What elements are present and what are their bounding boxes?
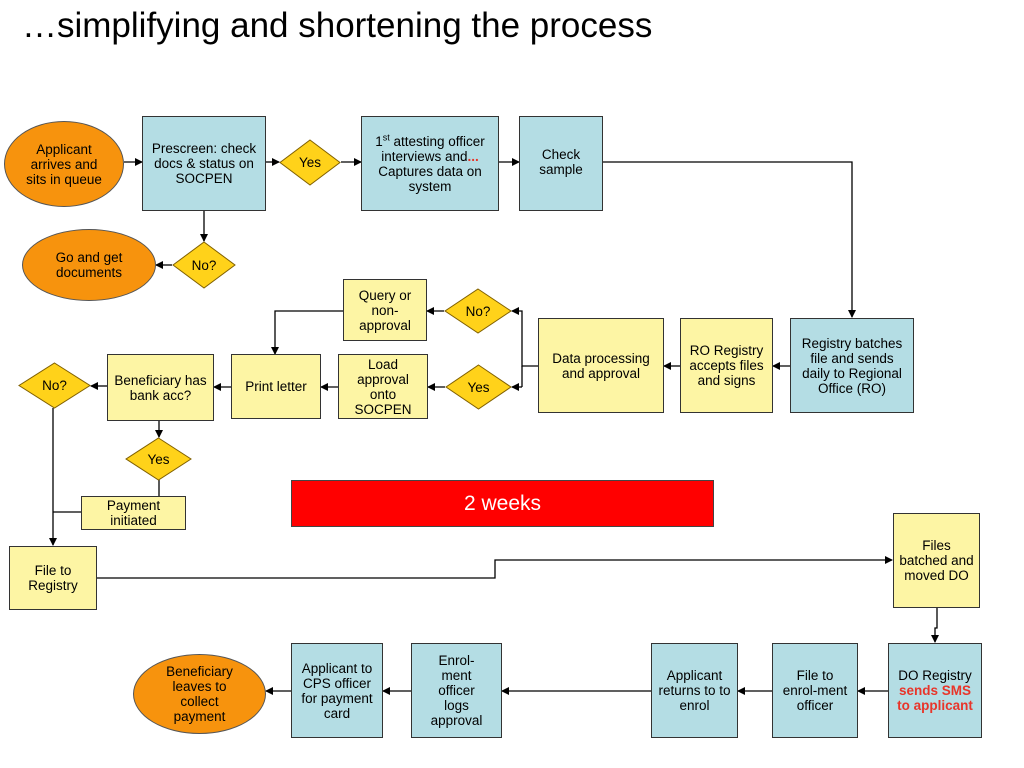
registry-batches-box: Registry batches file and sends daily to… <box>790 318 914 413</box>
do-registry-box: DO Registry sends SMS to applicant <box>888 643 982 738</box>
do-registry-text: DO Registry sends SMS to applicant <box>897 668 973 713</box>
applicant-cps-text: Applicant to CPS officer for payment car… <box>301 660 373 721</box>
check-sample-box: Check sample <box>519 116 603 211</box>
query-text: Query or non-approval <box>358 287 412 333</box>
two-weeks-banner: 2 weeks <box>291 480 714 527</box>
ro-registry-text: RO Registry accepts files and signs <box>689 343 764 388</box>
yes-label-1: Yes <box>298 155 322 170</box>
applicant-arrives-text: Applicant arrives and sits in queue <box>26 141 102 187</box>
applicant-returns-text: Applicant returns to to enrol <box>658 668 731 713</box>
end-oval-beneficiary-leaves: Beneficiary leaves to collect payment <box>133 654 266 734</box>
file-to-registry-box: File to Registry <box>9 546 97 610</box>
load-approval-box: Load approval onto SOCPEN <box>338 354 428 419</box>
decision-yes-prescreen: Yes <box>279 139 341 186</box>
no-label-1: No? <box>191 257 217 273</box>
yes-label-2: Yes <box>467 379 490 395</box>
registry-batches-text: Registry batches file and sends daily to… <box>801 335 903 396</box>
beneficiary-bank-box: Beneficiary has bank acc? <box>107 354 214 421</box>
yes-label-3: Yes <box>147 451 170 467</box>
data-processing-text: Data processing and approval <box>552 350 650 381</box>
files-batched-box: Files batched and moved DO <box>893 513 980 608</box>
applicant-returns-box: Applicant returns to to enrol <box>651 643 738 738</box>
decision-no-prescreen: No? <box>172 241 236 289</box>
prescreen-text: Prescreen: check docs & status on SOCPEN <box>151 141 257 186</box>
applicant-cps-box: Applicant to CPS officer for payment car… <box>291 643 383 738</box>
decision-no-bank: No? <box>18 362 91 409</box>
beneficiary-leaves-text: Beneficiary leaves to collect payment <box>166 664 233 724</box>
page-title: …simplifying and shortening the process <box>22 6 653 45</box>
ro-registry-box: RO Registry accepts files and signs <box>680 318 773 413</box>
attesting-officer-box: 1st attesting officer interviews and... … <box>361 116 499 211</box>
file-enrolment-text: File to enrol-ment officer <box>782 668 848 713</box>
beneficiary-bank-text: Beneficiary has bank acc? <box>114 372 207 403</box>
go-get-documents-text: Go and get documents <box>55 250 123 280</box>
no-label-2: No? <box>465 303 491 319</box>
payment-initiated-text: Payment initiated <box>106 498 161 528</box>
attesting-officer-text: 1st attesting officer interviews and... … <box>375 132 485 194</box>
file-to-registry-text: File to Registry <box>28 563 78 593</box>
files-batched-text: Files batched and moved DO <box>899 538 974 583</box>
query-nonapproval-box: Query or non-approval <box>343 279 427 341</box>
print-letter-box: Print letter <box>231 354 321 419</box>
check-sample-text: Check sample <box>539 147 583 177</box>
decision-no-approval: No? <box>444 288 512 334</box>
file-enrolment-officer-box: File to enrol-ment officer <box>772 643 858 738</box>
start-oval-applicant-arrives: Applicant arrives and sits in queue <box>4 121 124 207</box>
load-approval-text: Load approval onto SOCPEN <box>354 356 412 417</box>
data-processing-box: Data processing and approval <box>538 318 664 413</box>
enrolment-logs-box: Enrol-ment officer logs approval <box>411 643 502 738</box>
decision-yes-bank: Yes <box>125 437 192 481</box>
prescreen-box: Prescreen: check docs & status on SOCPEN <box>142 116 266 211</box>
print-letter-text: Print letter <box>245 379 307 394</box>
enrolment-logs-text: Enrol-ment officer logs approval <box>430 653 483 728</box>
oval-go-get-documents: Go and get documents <box>22 229 156 301</box>
no-label-3: No? <box>42 378 67 393</box>
decision-yes-approval: Yes <box>445 364 512 410</box>
payment-initiated-box: Payment initiated <box>81 496 186 530</box>
